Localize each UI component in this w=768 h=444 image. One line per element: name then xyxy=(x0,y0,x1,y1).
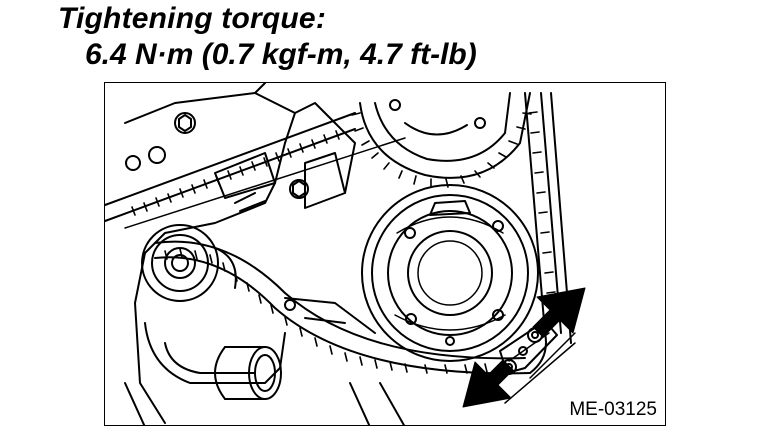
arrow-upper-right xyxy=(532,287,586,338)
coolant-pipe xyxy=(124,297,406,425)
idler-pulley xyxy=(141,224,237,302)
pointer-arrows xyxy=(462,287,586,408)
camshaft-sprocket xyxy=(361,184,539,362)
upper-cam-sprocket xyxy=(351,92,532,188)
engine-block xyxy=(124,83,356,424)
belt-guide xyxy=(499,320,576,404)
timing-belt-illustration: ME-03125 xyxy=(104,82,666,426)
torque-spec-value: 6.4 N·m (0.7 kgf-m, 4.7 ft-lb) xyxy=(85,38,477,71)
engine-drawing xyxy=(105,83,586,425)
figure-id-label: ME-03125 xyxy=(567,399,659,421)
arrow-lower-left xyxy=(462,359,514,408)
torque-spec: Tightening torque: 6.4 N·m (0.7 kgf-m, 4… xyxy=(0,0,768,80)
timing-belt xyxy=(105,92,572,375)
torque-spec-title: Tightening torque: xyxy=(58,2,327,35)
